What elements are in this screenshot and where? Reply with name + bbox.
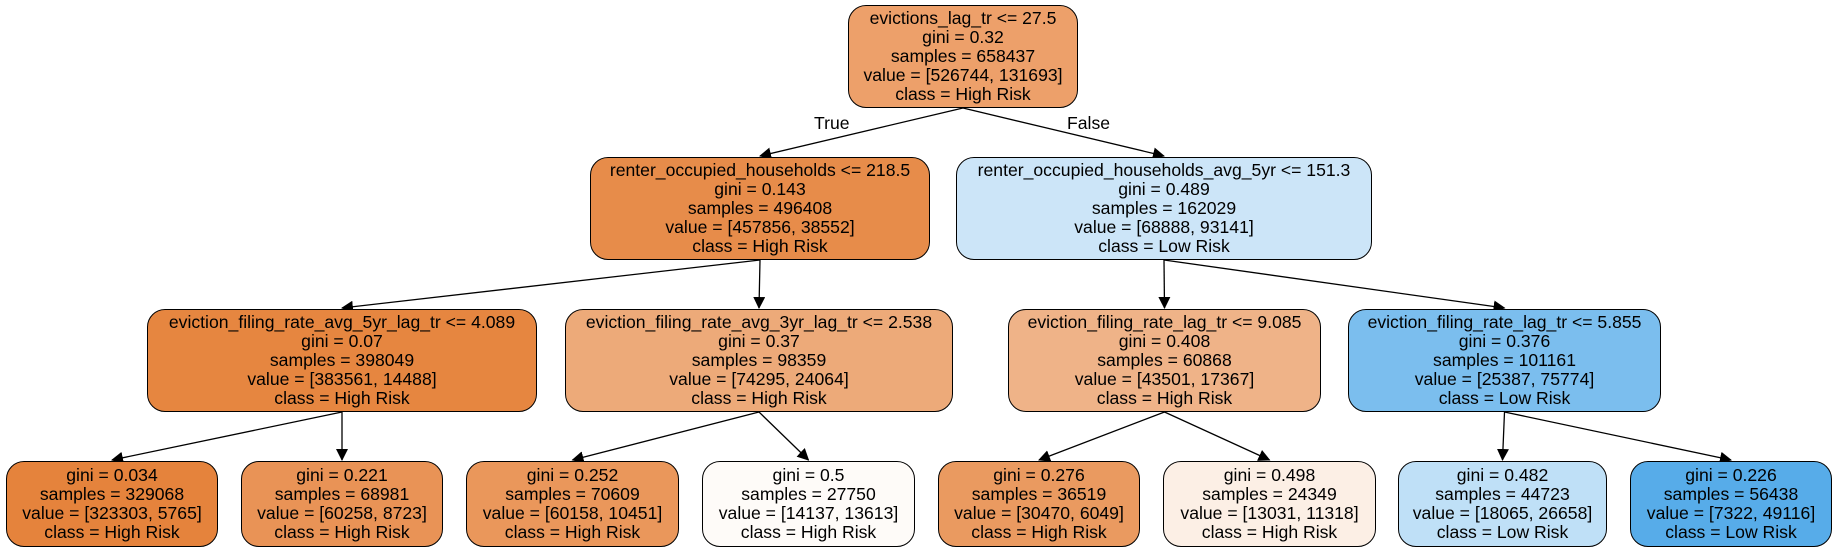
node-line: value = [60258, 8723] [257,503,427,523]
node-line: value = [383561, 14488] [247,369,437,389]
node-line: gini = 0.221 [296,465,388,485]
node-line: renter_occupied_households <= 218.5 [609,160,911,180]
node-line: gini = 0.5 [772,465,845,485]
node-line: gini = 0.408 [1118,331,1211,351]
edge-n4-n9 [571,411,760,464]
node-line: class = High Risk [274,522,410,542]
edge-n0-n1 [759,107,964,160]
edge-n6-n13 [1496,411,1509,461]
node-line: class = High Risk [740,522,877,542]
node-line: class = Low Risk [1665,522,1797,542]
edge-n2-n6 [1163,259,1506,313]
node-line: gini = 0.276 [993,465,1085,485]
node-line: gini = 0.498 [1223,465,1316,485]
node-line: samples = 162029 [1091,198,1237,218]
edge-n4-n10 [758,411,810,461]
node-line: samples = 27750 [741,484,876,504]
node-line: samples = 398049 [269,350,415,370]
node-line: class = High Risk [691,388,827,408]
node-line: gini = 0.482 [1456,465,1549,485]
node-line: value = [74295, 24064] [669,369,849,389]
edge-n3-n7 [111,411,343,464]
edge-n0-n2 [962,107,1165,160]
node-line: samples = 496408 [687,198,833,218]
node-line: value = [18065, 26658] [1412,503,1593,523]
node-line: samples = 658437 [890,46,1036,66]
node-line: gini = 0.37 [718,331,800,351]
node-line: samples = 68981 [274,484,410,504]
tree-node-n3: eviction_filing_rate_avg_5yr_lag_tr <= 4… [147,309,537,412]
node-line: value = [14137, 13613] [718,503,899,523]
node-line: value = [323303, 5765] [22,503,202,523]
node-line: gini = 0.252 [526,465,619,485]
edge-n1-n4 [753,259,766,309]
node-line: samples = 56438 [1663,484,1799,504]
node-line: class = Low Risk [1438,388,1571,408]
node-line: value = [457856, 38552] [665,217,855,237]
node-line: class = Low Risk [1436,522,1569,542]
node-line: class = High Risk [274,388,410,408]
node-line: class = High Risk [1201,522,1338,542]
node-line: eviction_filing_rate_avg_5yr_lag_tr <= 4… [168,312,516,332]
node-line: value = [60158, 10451] [482,503,663,523]
node-line: samples = 60868 [1097,350,1232,370]
node-line: samples = 98359 [691,350,827,370]
node-line: class = High Risk [44,522,180,542]
node-line: value = [43501, 17367] [1074,369,1255,389]
node-line: samples = 24349 [1202,484,1337,504]
edge-n6-n14 [1504,411,1732,464]
node-line: class = High Risk [1096,388,1233,408]
node-line: gini = 0.034 [66,465,158,485]
node-line: gini = 0.32 [922,27,1004,47]
node-line: gini = 0.143 [714,179,806,199]
node-line: samples = 329068 [39,484,185,504]
edge-n2-n5 [1158,259,1171,309]
node-line: eviction_filing_rate_avg_3yr_lag_tr <= 2… [585,312,933,332]
node-line: class = Low Risk [1098,236,1230,256]
node-line: value = [30470, 6049] [954,503,1124,523]
node-line: eviction_filing_rate_lag_tr <= 9.085 [1027,312,1302,332]
node-line: value = [25387, 75774] [1414,369,1595,389]
node-line: gini = 0.07 [301,331,383,351]
node-line: value = [526744, 131693] [863,65,1063,85]
node-line: renter_occupied_households_avg_5yr <= 15… [977,160,1351,180]
node-line: gini = 0.226 [1685,465,1777,485]
node-line: class = High Risk [895,84,1031,104]
tree-node-n2: renter_occupied_households_avg_5yr <= 15… [956,157,1372,260]
edge-n5-n11 [1038,411,1165,462]
edge-n5-n12 [1164,411,1271,461]
tree-node-n4: eviction_filing_rate_avg_3yr_lag_tr <= 2… [565,309,953,412]
node-line: gini = 0.489 [1118,179,1210,199]
node-line: evictions_lag_tr <= 27.5 [869,8,1057,28]
node-line: samples = 101161 [1433,350,1576,370]
node-line: value = [13031, 11318] [1180,503,1359,523]
node-line: class = High Risk [692,236,828,256]
node-line: class = High Risk [504,522,641,542]
node-line: gini = 0.376 [1458,331,1551,351]
edge-n1-n3 [341,259,761,313]
node-line: samples = 70609 [505,484,640,504]
node-line: samples = 36519 [971,484,1107,504]
node-line: class = High Risk [971,522,1107,542]
node-line: value = [7322, 49116] [1646,503,1816,523]
edge-label-true: True [814,113,850,133]
edge-label-false: False [1067,113,1111,133]
node-line: samples = 44723 [1435,484,1570,504]
node-line: value = [68888, 93141] [1074,217,1254,237]
node-line: eviction_filing_rate_lag_tr <= 5.855 [1367,312,1642,332]
